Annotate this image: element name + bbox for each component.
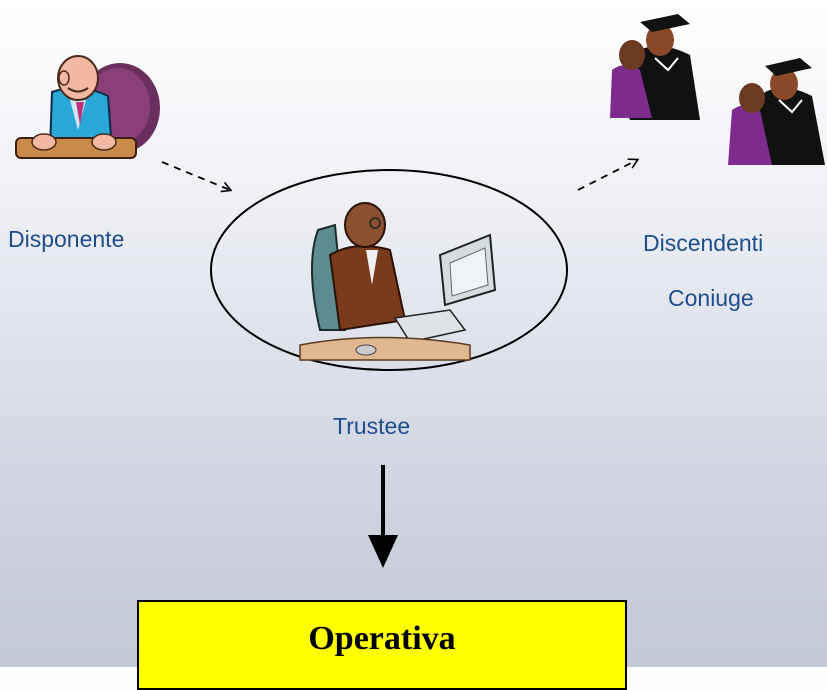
label-trustee: Trustee [333,413,411,439]
label-discendenti: Discendenti [643,230,764,256]
trustee-to-beneficiaries-arrow [577,158,640,191]
settlor-to-trustee-arrow [161,161,233,193]
beneficiaries-figure-1 [610,14,700,120]
operativa-label: Operativa [308,620,456,657]
trustee-ellipse [210,169,568,371]
label-disponente: Disponente [8,226,125,252]
settlor-figure [15,55,160,159]
diagram-canvas [15,14,825,568]
operativa-box: Operativa [137,600,627,690]
trustee-figure [299,202,497,361]
down-arrow-head [368,535,398,568]
label-coniuge: Coniuge [668,285,754,311]
beneficiaries-figure-2 [728,58,825,165]
